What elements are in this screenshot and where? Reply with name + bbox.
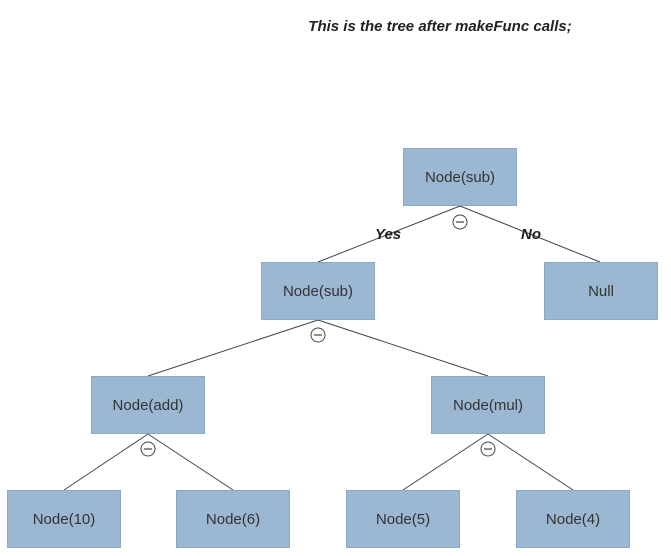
edge-label-no: No <box>521 226 541 243</box>
edge-mul-5 <box>402 433 489 491</box>
node-6[interactable]: Node(6) <box>176 490 290 548</box>
node-5[interactable]: Node(5) <box>346 490 460 548</box>
node-add[interactable]: Node(add) <box>91 376 205 434</box>
edge-add-10 <box>63 433 149 491</box>
collapse-icon-left[interactable] <box>310 327 326 343</box>
collapse-icon-add[interactable] <box>140 441 156 457</box>
node-left[interactable]: Node(sub) <box>261 262 375 320</box>
collapse-icon-mul[interactable] <box>480 441 496 457</box>
edge-left-add <box>147 319 319 377</box>
node-10[interactable]: Node(10) <box>7 490 121 548</box>
node-mul[interactable]: Node(mul) <box>431 376 545 434</box>
edge-root-left <box>317 205 461 263</box>
node-right-null[interactable]: Null <box>544 262 658 320</box>
collapse-icon-root[interactable] <box>452 214 468 230</box>
edge-root-right <box>459 205 601 263</box>
edge-label-yes: Yes <box>375 226 402 243</box>
edge-mul-4 <box>487 433 574 491</box>
node-root[interactable]: Node(sub) <box>403 148 517 206</box>
edge-left-mul <box>317 319 489 377</box>
node-4[interactable]: Node(4) <box>516 490 630 548</box>
edge-add-6 <box>147 433 234 491</box>
diagram-caption: This is the tree after makeFunc calls; <box>308 18 572 35</box>
